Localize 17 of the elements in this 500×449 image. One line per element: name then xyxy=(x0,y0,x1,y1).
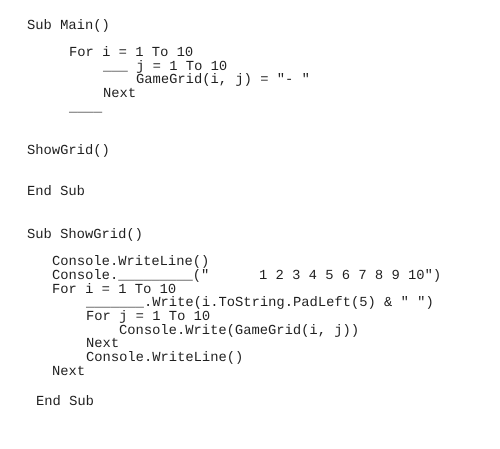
code-line: ____ xyxy=(69,101,102,116)
code-line: _______.Write(i.ToString.PadLeft(5) & " ") xyxy=(86,296,434,311)
code-line: Console.Write(GameGrid(i, j)) xyxy=(119,324,360,339)
code-line: GameGrid(i, j) = "- " xyxy=(136,73,310,88)
code-line: For j = 1 To 10 xyxy=(86,310,210,325)
code-line: Sub Main() xyxy=(27,19,110,34)
code-line: Next xyxy=(103,87,136,102)
code-line: End Sub xyxy=(36,395,94,410)
code-line: ShowGrid() xyxy=(27,144,110,159)
code-line: Sub ShowGrid() xyxy=(27,228,143,243)
code-line: For i = 1 To 10 xyxy=(69,46,194,61)
code-line: Next xyxy=(52,365,86,380)
code-line: Console._________(" 1 2 3 4 5 6 7 8 9 10") xyxy=(52,269,442,284)
code-line: Next xyxy=(86,337,120,352)
code-line: Console.WriteLine() xyxy=(52,255,210,270)
code-line: End Sub xyxy=(27,185,85,200)
code-line: Console.WriteLine() xyxy=(86,351,244,366)
